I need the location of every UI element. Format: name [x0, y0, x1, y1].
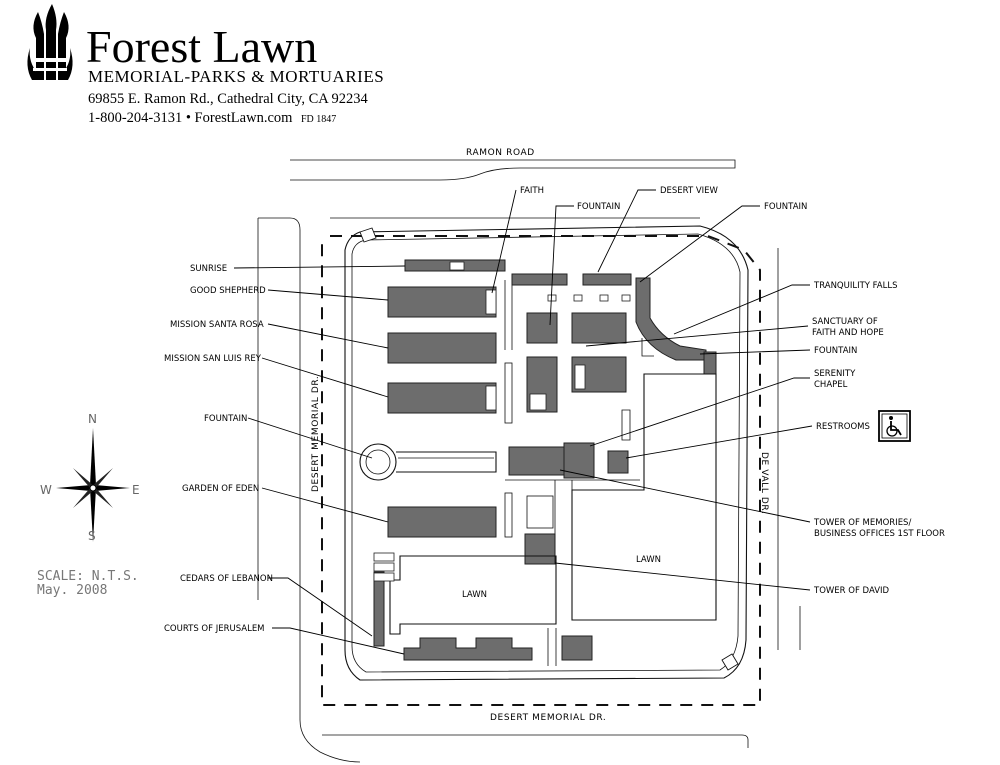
ramon-road: [290, 159, 736, 181]
label-sanctuary-line2: FAITH AND HOPE: [812, 328, 884, 338]
east-lawn-area: [571, 373, 717, 621]
center-building-a: [526, 312, 558, 344]
brand-license: FD 1847: [301, 114, 336, 125]
label-tower-of-david: TOWER OF DAVID: [813, 586, 890, 596]
faith-building: [511, 273, 568, 286]
label-restrooms: RESTROOMS: [816, 422, 870, 432]
fountain-east-structure: [703, 351, 717, 375]
label-faith: FAITH: [520, 186, 544, 196]
good-shepherd-building: [387, 286, 497, 318]
label-desert-view: DESERT VIEW: [660, 186, 719, 196]
center-building-b: [571, 312, 627, 344]
west-lawn-area: [389, 555, 557, 635]
brand-name: Forest Lawn: [86, 21, 317, 72]
property-line: [321, 235, 761, 706]
label-tranquility-falls: TRANQUILITY FALLS: [813, 281, 897, 291]
label-courts-of-jerusalem: COURTS OF JERUSALEM: [164, 624, 265, 634]
label-serenity-line1: SERENITY: [814, 369, 856, 379]
label-good-shepherd: GOOD SHEPHERD: [190, 286, 266, 296]
compass-south: S: [88, 529, 96, 543]
tower-of-david-building: [524, 533, 556, 565]
gate-southeast: [721, 653, 739, 671]
label-fountain-top: FOUNTAIN: [577, 202, 620, 212]
scale-line1: SCALE: N.T.S.: [37, 569, 139, 584]
tranquility-falls-wall: [635, 277, 707, 361]
label-cedars-of-lebanon: CEDARS OF LEBANON: [180, 574, 273, 584]
perimeter-roads: [257, 217, 801, 763]
label-fountain-ne: FOUNTAIN: [764, 202, 807, 212]
scale-line2: May. 2008: [37, 583, 107, 598]
desert-view-building: [582, 273, 632, 286]
label-garden-of-eden: GARDEN OF EDEN: [182, 484, 259, 494]
label-leaders: [233, 189, 813, 655]
mission-santa-rosa-building: [387, 332, 497, 364]
south-building: [561, 635, 593, 661]
lawn-label-east: LAWN: [636, 555, 661, 565]
gate-northwest: [359, 227, 377, 243]
west-fountain: [359, 443, 497, 481]
restrooms-building: [607, 450, 629, 474]
brand-contact: 1-800-204-3131 • ForestLawn.com: [88, 110, 293, 126]
grounds-outline: [344, 225, 749, 681]
road-label-east: DE VALL DR.: [759, 452, 769, 514]
road-label-south: DESERT MEMORIAL DR.: [490, 713, 606, 723]
compass-west: W: [40, 483, 52, 497]
forest-lawn-logo: [27, 4, 73, 80]
compass-north: N: [88, 412, 97, 426]
wheelchair-icon: [878, 410, 911, 442]
courts-of-jerusalem-building: [403, 637, 533, 661]
tower-of-memories-building: [508, 446, 565, 476]
label-mission-santa-rosa: MISSION SANTA ROSA: [170, 320, 264, 330]
garden-of-eden-building: [387, 506, 497, 538]
center-building-c: [526, 356, 558, 413]
label-serenity-line2: CHAPEL: [814, 380, 848, 390]
label-mission-san-luis-rey: MISSION SAN LUIS REY: [164, 354, 262, 364]
compass-east: E: [132, 483, 140, 497]
road-label-west: DESERT MEMORIAL DR.: [311, 376, 321, 492]
lawn-label-west: LAWN: [462, 590, 487, 600]
compass-rose-icon: [56, 428, 130, 542]
label-tower-memories-line2: BUSINESS OFFICES 1ST FLOOR: [814, 529, 945, 539]
road-label-north: RAMON ROAD: [466, 148, 535, 158]
label-fountain-west: FOUNTAIN: [204, 414, 247, 424]
brand-subtitle: MEMORIAL-PARKS & MORTUARIES: [88, 67, 384, 86]
label-fountain-east: FOUNTAIN: [814, 346, 857, 356]
cedars-of-lebanon-building: [373, 571, 385, 647]
label-sanctuary-line1: SANCTUARY OF: [812, 317, 878, 327]
label-sunrise: SUNRISE: [190, 264, 227, 274]
serenity-chapel-building: [563, 442, 595, 479]
mission-san-luis-rey-building: [387, 382, 497, 414]
brand-address: 69855 E. Ramon Rd., Cathedral City, CA 9…: [88, 91, 369, 107]
label-tower-memories-line1: TOWER OF MEMORIES/: [813, 518, 911, 528]
